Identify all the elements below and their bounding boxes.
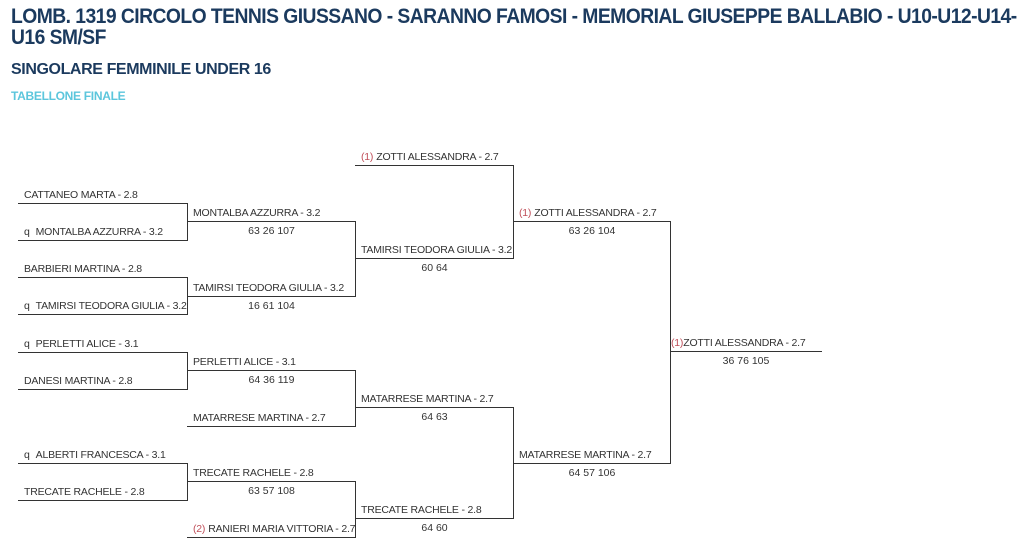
player-name: MATARRESE MARTINA - 2.7 [193, 412, 326, 424]
match-score: 64 57 106 [568, 467, 616, 479]
seed-number: (1) [519, 207, 532, 219]
bracket-slot[interactable]: MATARRESE MARTINA - 2.7 [513, 446, 671, 464]
player-name: TRECATE RACHELE - 2.8 [193, 467, 314, 479]
player-name: CATTANEO MARTA - 2.8 [24, 189, 138, 201]
seed-number: (1) [671, 337, 684, 349]
player-name: TRECATE RACHELE - 2.8 [361, 504, 482, 516]
bracket-slot[interactable]: q PERLETTI ALICE - 3.1 [18, 335, 188, 353]
event-subtitle: SINGOLARE FEMMINILE UNDER 16 [11, 61, 271, 78]
bracket-slot[interactable]: CATTANEO MARTA - 2.8 [18, 186, 188, 204]
player-name: MONTALBA AZZURRA - 3.2 [193, 207, 321, 219]
bracket-slot[interactable]: MATARRESE MARTINA - 2.7 [187, 409, 356, 427]
match-score: 16 61 104 [248, 300, 295, 312]
winner-slot[interactable]: (1)ZOTTI ALESSANDRA - 2.7 [670, 334, 822, 352]
bracket-slot[interactable]: TAMIRSI TEODORA GIULIA - 3.2 [355, 241, 514, 259]
player-name: ZOTTI ALESSANDRA - 2.7 [534, 207, 657, 219]
bracket-slot[interactable]: TAMIRSI TEODORA GIULIA - 3.2 [187, 279, 356, 297]
bracket-slot[interactable]: (2)RANIERI MARIA VITTORIA - 2.7 [187, 520, 356, 538]
player-name: ALBERTI FRANCESCA - 3.1 [35, 449, 166, 461]
qualifier-marker: q [24, 338, 30, 350]
player-name: RANIERI MARIA VITTORIA - 2.7 [208, 523, 356, 535]
bracket-slot[interactable]: TRECATE RACHELE - 2.8 [355, 501, 514, 519]
match-score: 64 60 [421, 522, 448, 534]
player-name: TAMIRSI TEODORA GIULIA - 3.2 [35, 300, 187, 312]
bracket-slot[interactable]: MATARRESE MARTINA - 2.7 [355, 390, 514, 408]
match-score: 64 36 119 [248, 374, 295, 386]
bracket-slot[interactable]: q ALBERTI FRANCESCA - 3.1 [18, 446, 188, 464]
player-name: TAMIRSI TEODORA GIULIA - 3.2 [193, 282, 344, 294]
bracket-connector [670, 221, 671, 463]
bracket-slot[interactable]: BARBIERI MARTINA - 2.8 [18, 260, 188, 278]
bracket-connector [355, 370, 356, 427]
seed-number: (2) [193, 523, 206, 535]
bracket-slot[interactable]: TRECATE RACHELE - 2.8 [187, 464, 356, 482]
bracket-slot[interactable]: q MONTALBA AZZURRA - 3.2 [18, 223, 188, 241]
bracket-connector [355, 221, 356, 297]
player-name: TAMIRSI TEODORA GIULIA - 3.2 [361, 244, 512, 256]
player-name: BARBIERI MARTINA - 2.8 [24, 263, 142, 275]
player-name: MATARRESE MARTINA - 2.7 [519, 449, 652, 461]
bracket-slot[interactable]: (1)ZOTTI ALESSANDRA - 2.7 [355, 148, 514, 166]
player-name: ZOTTI ALESSANDRA - 2.7 [683, 337, 806, 349]
player-name: MONTALBA AZZURRA - 3.2 [35, 226, 163, 238]
match-score: 63 26 107 [248, 225, 295, 237]
bracket-connector [187, 203, 188, 241]
match-score: 64 63 [421, 411, 448, 423]
draw-phase-label: TABELLONE FINALE [11, 89, 126, 103]
match-score: 63 57 108 [248, 485, 295, 497]
seed-number: (1) [361, 151, 374, 163]
player-name: MATARRESE MARTINA - 2.7 [361, 393, 494, 405]
player-name: ZOTTI ALESSANDRA - 2.7 [376, 151, 499, 163]
bracket-connector [187, 463, 188, 501]
bracket-slot[interactable]: q TAMIRSI TEODORA GIULIA - 3.2 [18, 297, 188, 315]
bracket-connector [513, 165, 514, 259]
bracket-connector [355, 481, 356, 538]
bracket-slot[interactable]: TRECATE RACHELE - 2.8 [18, 483, 188, 501]
bracket-connector [187, 352, 188, 390]
bracket-slot[interactable]: DANESI MARTINA - 2.8 [18, 372, 188, 390]
player-name: DANESI MARTINA - 2.8 [24, 375, 133, 387]
bracket-slot[interactable]: MONTALBA AZZURRA - 3.2 [187, 204, 356, 222]
match-score: 63 26 104 [568, 225, 616, 237]
match-score: 60 64 [421, 262, 448, 274]
player-name: PERLETTI ALICE - 3.1 [193, 356, 296, 368]
tournament-title: LOMB. 1319 CIRCOLO TENNIS GIUSSANO - SAR… [11, 5, 1017, 49]
player-name: PERLETTI ALICE - 3.1 [35, 338, 139, 350]
qualifier-marker: q [24, 449, 30, 461]
bracket-slot[interactable]: (1)ZOTTI ALESSANDRA - 2.7 [513, 204, 671, 222]
bracket-slot[interactable]: PERLETTI ALICE - 3.1 [187, 353, 356, 371]
qualifier-marker: q [24, 226, 30, 238]
player-name: TRECATE RACHELE - 2.8 [24, 486, 145, 498]
match-score: 36 76 105 [722, 355, 770, 367]
qualifier-marker: q [24, 300, 30, 312]
